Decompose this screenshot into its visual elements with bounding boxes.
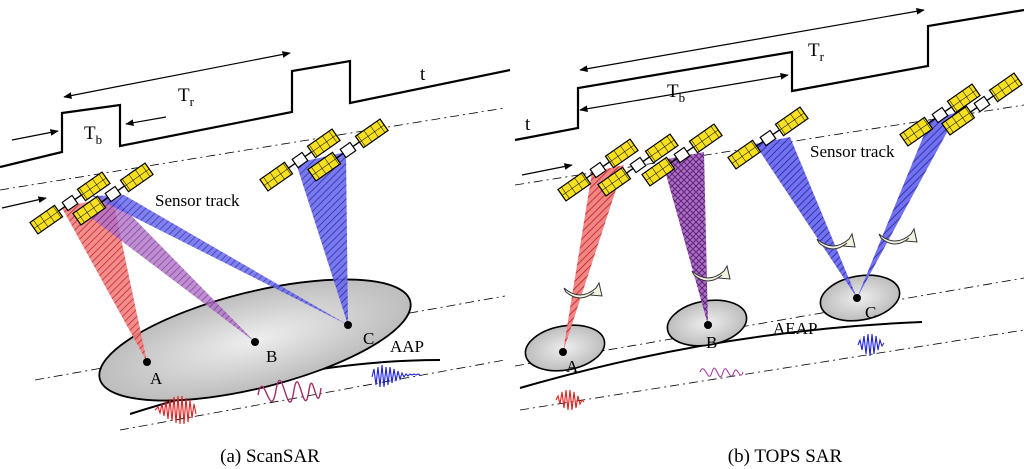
- tops-sensor-track-label: Sensor track: [810, 142, 895, 161]
- scansar-beam-b: [78, 200, 255, 342]
- scansar-signal-purple: [257, 379, 322, 403]
- tops-beam-b: [662, 152, 708, 325]
- scansar-point-b-label: B: [266, 347, 277, 366]
- tops-caption: (b) TOPS SAR: [728, 446, 843, 467]
- scansar-caption: (a) ScanSAR: [220, 446, 320, 467]
- scansar-time-label: t: [420, 64, 426, 85]
- tops-tr-label: Tr: [808, 40, 825, 64]
- tops-signal-purple: [699, 367, 744, 378]
- scansar-sensor-track-label: Sensor track: [155, 191, 240, 210]
- tops-beam-c2: [857, 112, 958, 298]
- scansar-beam-a: [62, 196, 147, 362]
- tops-panel: t Tb Tr Sensor track AEAP A B C (b) TOPS…: [514, 7, 1024, 467]
- tops-footprint-label: AEAP: [773, 319, 817, 338]
- tops-time-label: t: [525, 114, 531, 135]
- scansar-point-a-label: A: [150, 369, 163, 388]
- scansar-footprint-label: AAP: [390, 337, 424, 356]
- tops-beam-a: [563, 165, 624, 352]
- scansar-timing-waveform: [0, 59, 511, 169]
- scansar-panel: t Tb Tr Sensor track AAP A B C (a) ScanS…: [0, 51, 511, 467]
- scansar-tr-label: Tr: [178, 85, 195, 109]
- scansar-point-c-label: C: [363, 329, 374, 348]
- scansar-tb-label: Tb: [84, 123, 102, 147]
- tops-point-a-label: A: [566, 357, 579, 376]
- tops-point-c-label: C: [865, 303, 876, 322]
- scansar-signal-blue: [371, 364, 421, 388]
- tops-tb-label: Tb: [667, 81, 685, 105]
- scansar-beam-c1: [92, 195, 348, 325]
- tops-beam-c1: [755, 137, 857, 298]
- tops-signal-red: [555, 389, 585, 411]
- tops-footprint-a: [524, 324, 606, 372]
- tops-point-b-label: B: [706, 333, 717, 352]
- scansar-beam-c2: [296, 152, 348, 325]
- scansar-signal-red: [154, 395, 197, 425]
- tops-track-lines: [514, 104, 1024, 411]
- tops-signal-blue: [857, 333, 885, 357]
